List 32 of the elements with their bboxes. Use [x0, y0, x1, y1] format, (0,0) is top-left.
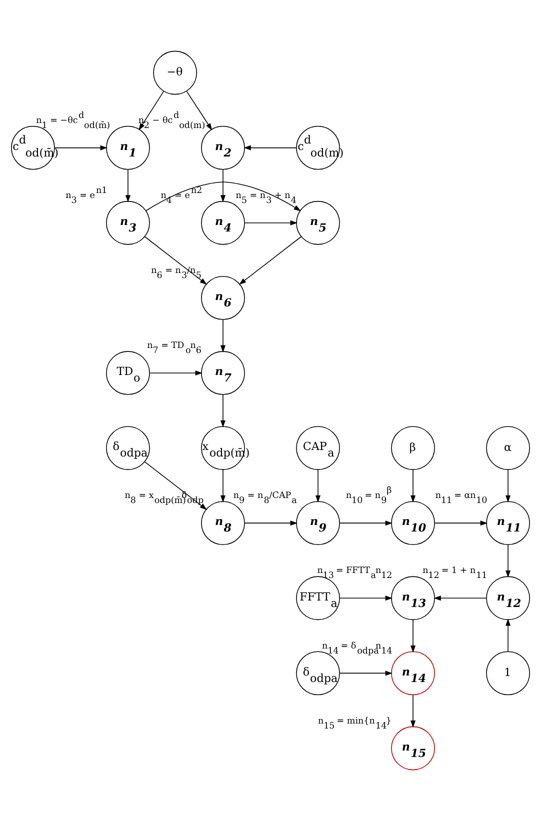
arrow	[144, 461, 208, 510]
arrow	[410, 619, 416, 653]
node-circle: −θ	[153, 50, 198, 95]
arrow	[410, 469, 416, 503]
node-circle: α	[486, 426, 530, 470]
arrow	[145, 182, 302, 212]
arrow	[340, 670, 393, 676]
arrow	[238, 236, 302, 285]
arrow	[506, 469, 511, 503]
arrow	[220, 319, 226, 352]
arrow	[125, 169, 130, 202]
arrow	[410, 694, 416, 728]
arrow	[138, 90, 164, 130]
arrow	[506, 544, 511, 578]
node-circle: 1	[486, 651, 530, 696]
arrow	[144, 236, 208, 285]
arrow	[54, 145, 108, 150]
arrow	[340, 520, 393, 526]
arrow	[506, 618, 511, 652]
arrow	[434, 520, 488, 526]
arrow	[220, 169, 226, 202]
node-circle: β	[391, 426, 435, 470]
arrow	[220, 394, 226, 428]
arrow	[149, 370, 202, 376]
arrow	[244, 220, 298, 226]
arrow	[220, 469, 226, 503]
arrow	[244, 520, 298, 526]
arrow	[340, 596, 393, 601]
arrow	[315, 469, 321, 503]
arrow	[244, 145, 297, 150]
arrow	[186, 90, 212, 130]
arrow	[434, 596, 487, 601]
